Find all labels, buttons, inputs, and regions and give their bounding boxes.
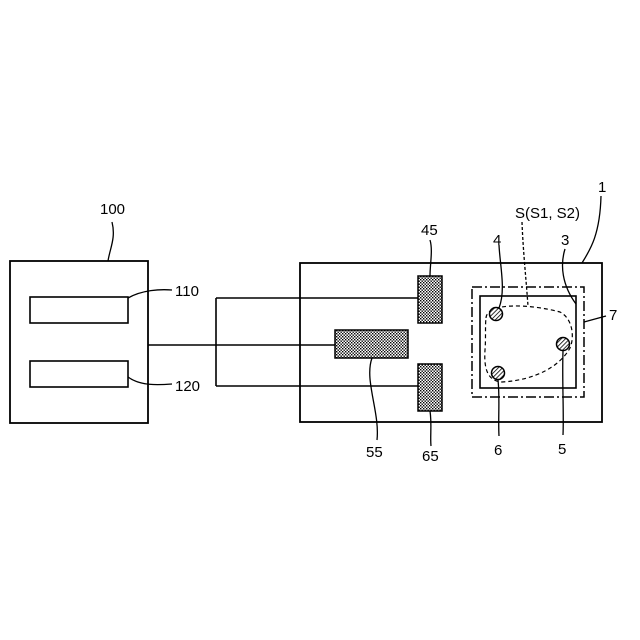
- controller-box: [10, 261, 148, 423]
- label-frame: 3: [561, 232, 569, 249]
- label-device: 1: [598, 179, 606, 196]
- label-controller-upper: 110: [175, 283, 199, 300]
- element-upper-left: [490, 308, 503, 321]
- pad-lower: [418, 364, 442, 411]
- element-right: [557, 338, 570, 351]
- label-pad-middle: 55: [366, 444, 383, 461]
- pad-upper: [418, 276, 442, 323]
- pad-middle: [335, 330, 408, 358]
- label-element-upper-left: 4: [493, 232, 501, 249]
- element-lower-left: [492, 367, 505, 380]
- label-outer-boundary: 7: [609, 307, 617, 324]
- label-controller-lower: 120: [175, 378, 200, 395]
- label-element-lower-left: 6: [494, 442, 502, 459]
- controller-lower-part: [30, 361, 128, 387]
- controller-upper-part: [30, 297, 128, 323]
- label-pad-upper: 45: [421, 222, 438, 239]
- label-pad-lower: 65: [422, 448, 439, 465]
- label-region: S(S1, S2): [515, 205, 580, 222]
- label-controller: 100: [100, 201, 125, 218]
- label-element-right: 5: [558, 441, 566, 458]
